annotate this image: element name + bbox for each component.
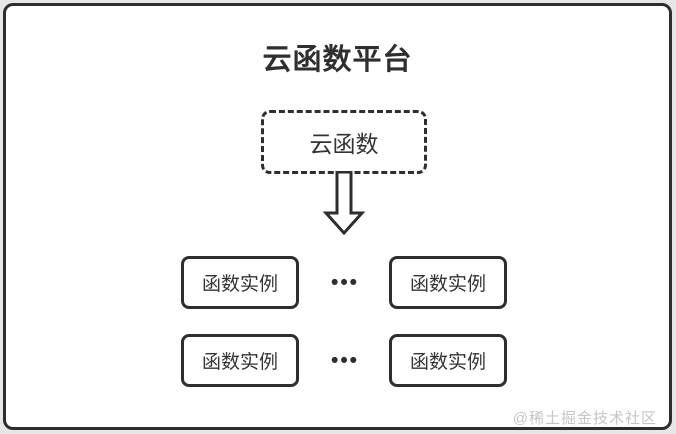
function-instance-label: 函数实例 <box>409 274 486 295</box>
function-instance-node: 函数实例 <box>389 334 507 387</box>
diagram-card: 云函数平台 云函数 函数实例 ••• 函数实例 函数实例 ••• 函数实例 @稀… <box>3 3 672 430</box>
cloud-function-label: 云函数 <box>309 131 379 157</box>
cloud-function-node: 云函数 <box>261 110 427 174</box>
watermark: @稀土掘金技术社区 <box>512 410 657 427</box>
function-instance-node: 函数实例 <box>181 334 299 387</box>
ellipsis-row-2: ••• <box>330 348 360 372</box>
function-instance-label: 函数实例 <box>409 352 486 373</box>
function-instance-node: 函数实例 <box>389 256 507 309</box>
diagram-title: 云函数平台 <box>262 44 413 76</box>
down-arrow-icon <box>322 170 366 236</box>
function-instance-label: 函数实例 <box>201 274 278 295</box>
ellipsis-row-1: ••• <box>330 270 360 294</box>
function-instance-label: 函数实例 <box>201 352 278 373</box>
function-instance-node: 函数实例 <box>181 256 299 309</box>
